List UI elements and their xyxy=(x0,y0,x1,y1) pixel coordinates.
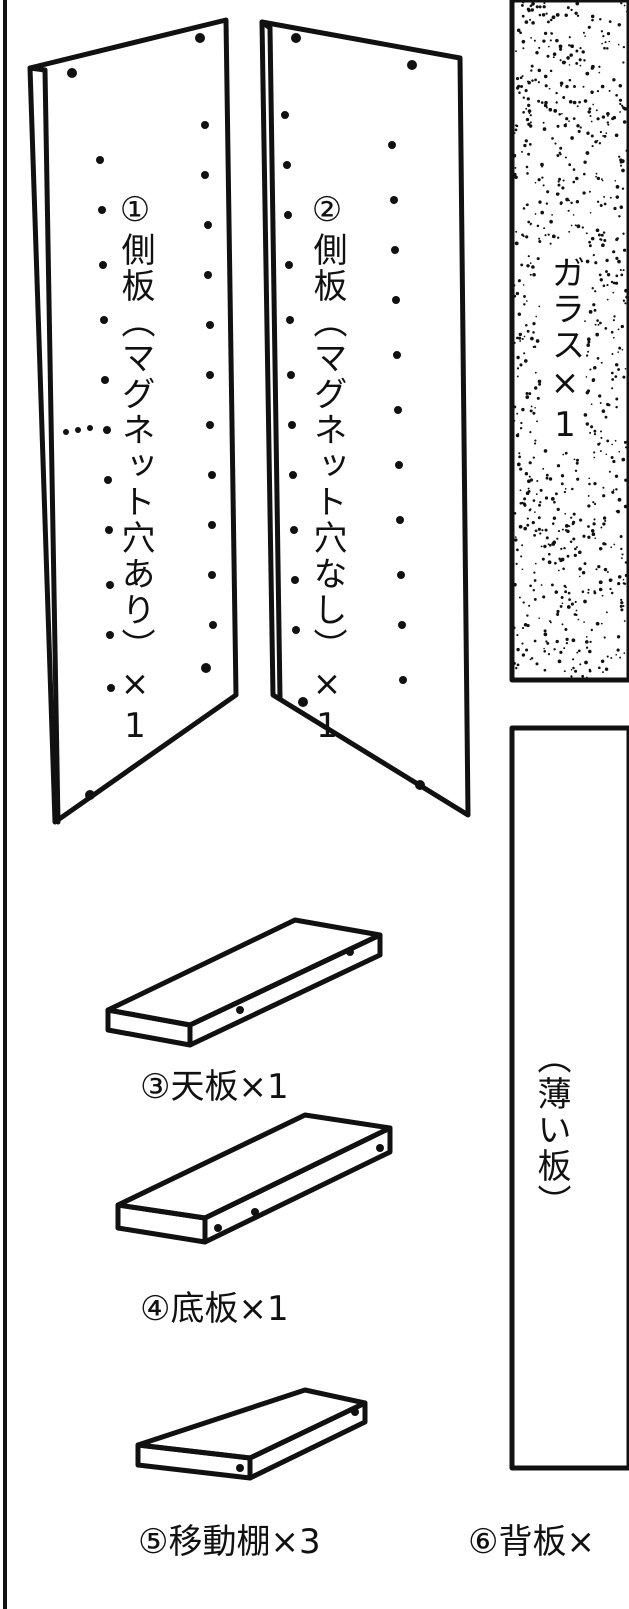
side-panel-1-drawing xyxy=(27,17,239,825)
movable-shelf-drawing xyxy=(135,1387,368,1481)
board-holes xyxy=(214,948,384,1472)
back-board-drawing xyxy=(509,725,629,1471)
glass-drawing xyxy=(509,0,629,683)
side-panel-2-holes xyxy=(281,33,425,790)
top-board-drawing xyxy=(105,917,383,1048)
side-panel-2-drawing xyxy=(259,19,471,818)
top-board-label: ③天板×1 xyxy=(140,1067,289,1107)
side-panel-2-label: ②側板（マグネット穴なし）×1 xyxy=(307,190,347,748)
side-panel-1-label: ①側板（マグネット穴あり）×1 xyxy=(115,190,155,748)
bottom-board-label: ④底板×1 xyxy=(140,1289,289,1329)
back-board-label: ⑥背板× xyxy=(468,1522,595,1562)
movable-shelf-label: ⑤移動棚×3 xyxy=(138,1522,321,1562)
glass-label: ガラス×1 xyxy=(545,255,585,447)
bottom-board-drawing xyxy=(115,1112,393,1245)
side-panel-1-holes xyxy=(63,33,217,800)
glass-texture xyxy=(512,1,629,679)
back-board-note: （薄い板） xyxy=(531,1040,571,1220)
